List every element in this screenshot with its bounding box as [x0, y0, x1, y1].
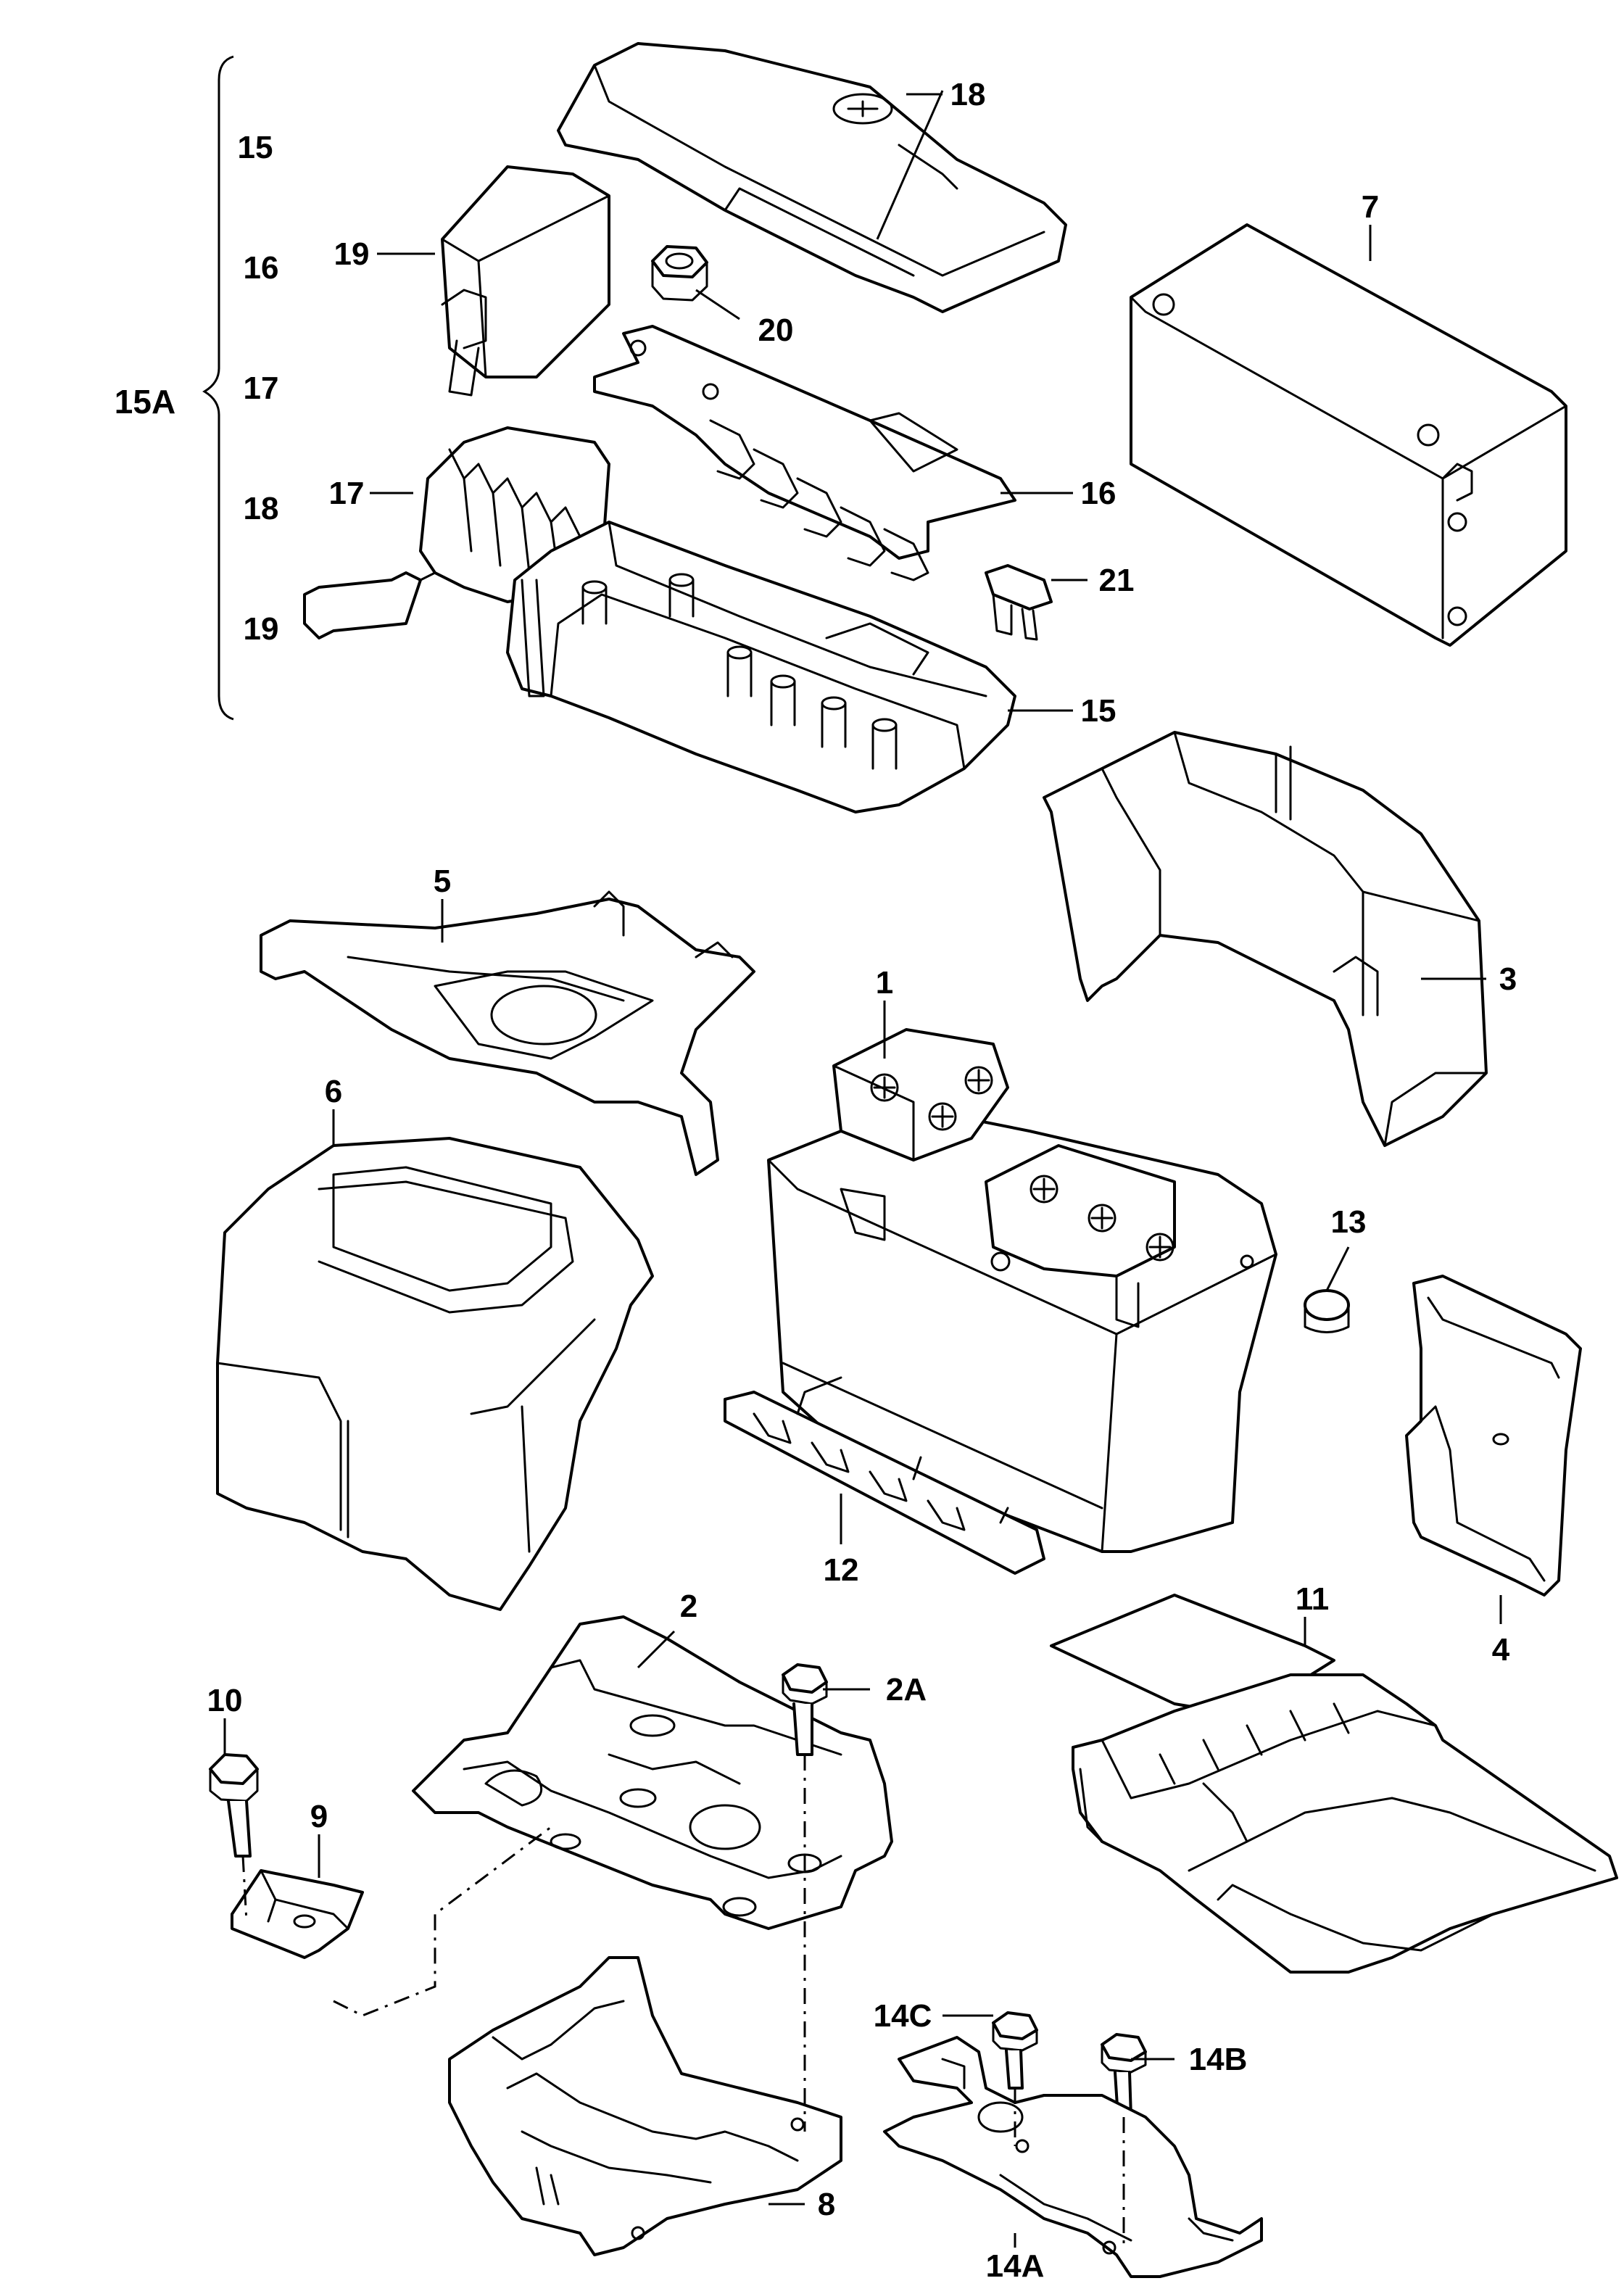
callout-14c: 14C: [874, 1998, 932, 2034]
part-21-fuse: [985, 564, 1053, 641]
part-12-clamp-rail: [724, 1376, 1045, 1575]
part-13-plug: [1304, 1289, 1350, 1333]
callout-2a: 2A: [886, 1672, 927, 1707]
part-20-nut: [651, 245, 708, 302]
alignment-lines: [241, 1755, 1125, 2248]
callout-16: 16: [1081, 476, 1116, 511]
callout-9: 9: [310, 1799, 328, 1834]
callout-labels: 1 2 2A 3 4 5 6 7 8 9 10 11 12 13 14A 14B…: [207, 77, 1517, 2284]
callout-14b: 14B: [1189, 2042, 1248, 2077]
part-19-relay: [441, 165, 610, 397]
part-4-heat-plate: [1405, 1275, 1582, 1597]
callout-1: 1: [876, 965, 893, 1001]
part-5-tray-top: [260, 890, 755, 1176]
group-member-17: 17: [244, 370, 279, 406]
part-14c-bolt: [992, 2011, 1038, 2090]
part-14a-bracket: [883, 2036, 1263, 2278]
callout-17: 17: [329, 476, 365, 511]
callout-19: 19: [334, 236, 370, 272]
alignment-line-10: [241, 1855, 248, 1922]
leader-lines: [223, 90, 1502, 2248]
group-member-19: 19: [244, 611, 279, 647]
group-member-18: 18: [244, 491, 279, 526]
callout-3: 3: [1499, 961, 1517, 997]
part-11-mount-bracket: [1050, 1594, 1618, 1974]
callout-18: 18: [950, 77, 986, 112]
callout-2: 2: [680, 1589, 697, 1624]
part-6-insulation-cover: [216, 1137, 654, 1611]
part-3-side-shield: [1043, 731, 1488, 1147]
callout-13: 13: [1331, 1204, 1367, 1240]
callout-14a: 14A: [986, 2248, 1045, 2284]
part-1-battery: [767, 1028, 1277, 1553]
callout-21: 21: [1099, 563, 1135, 598]
alignment-line-9: [333, 1826, 552, 2017]
part-7-battery-cover: [1130, 223, 1567, 647]
callout-20: 20: [758, 312, 794, 348]
callout-4: 4: [1492, 1632, 1510, 1668]
callout-15: 15: [1081, 693, 1116, 729]
group-label-15a: 15A: [115, 383, 175, 421]
callout-8: 8: [818, 2187, 835, 2222]
part-16-busbar: [593, 325, 1016, 581]
part-2a-bolt: [782, 1663, 828, 1756]
callout-5: 5: [434, 864, 451, 899]
part-8-lower-bracket: [448, 1956, 842, 2256]
part-15-fuse-box: [506, 521, 1016, 813]
callout-7: 7: [1362, 189, 1379, 225]
callout-6: 6: [325, 1074, 342, 1109]
part-10-bolt: [209, 1753, 259, 1858]
callout-12: 12: [824, 1552, 859, 1588]
group-member-16: 16: [244, 250, 279, 286]
part-14b-bolt: [1101, 2033, 1147, 2119]
part-2-battery-tray: [412, 1615, 893, 1930]
callout-11: 11: [1296, 1581, 1330, 1617]
group-bracket-15a: 15A 15 16 17 18 19: [115, 55, 279, 721]
callout-10: 10: [207, 1683, 243, 1718]
fuse-box-posts: [581, 573, 898, 770]
part-9-clamp: [231, 1869, 364, 1959]
part-18-fuse-cover: [557, 42, 1067, 313]
group-member-15: 15: [238, 130, 273, 165]
